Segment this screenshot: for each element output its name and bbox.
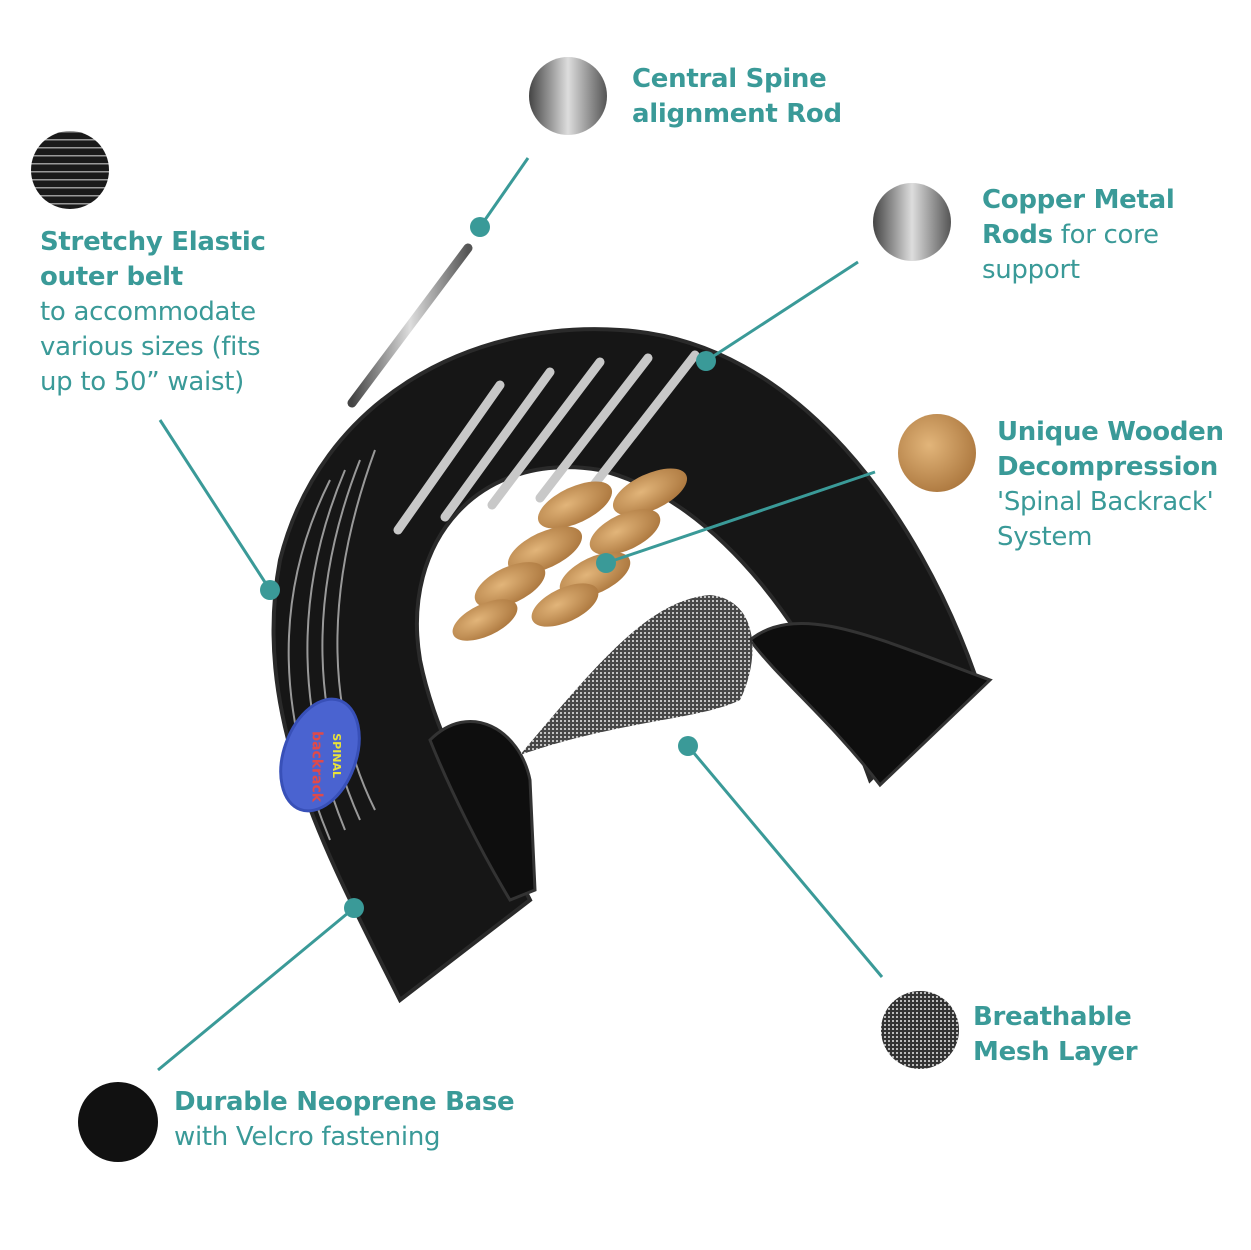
leader-mesh (686, 745, 884, 978)
svg-text:backrack: backrack (309, 731, 325, 803)
label-line: Durable Neoprene Base (174, 1087, 515, 1117)
swatch-mesh (881, 991, 959, 1069)
label-bold: Rods (982, 220, 1053, 250)
label-line: alignment Rod (632, 99, 842, 129)
label-line: outer belt (40, 262, 183, 292)
swatch-metal-rod (529, 57, 607, 135)
mesh-layer (520, 595, 753, 755)
belt-inner-flap (428, 720, 537, 902)
belt-right-flap (747, 621, 993, 788)
label-line: Breathable (973, 1002, 1132, 1032)
label-line: System (997, 522, 1093, 552)
label-line: 'Spinal Backrack' (997, 487, 1214, 517)
label-line: Decompression (997, 452, 1218, 482)
label-line: Copper Metal (982, 185, 1175, 215)
svg-text:SPINAL: SPINAL (330, 733, 343, 778)
brand-logo-badge: SPINAL backrack (279, 697, 361, 813)
label-line: with Velcro fastening (174, 1122, 441, 1152)
label-mesh: Breathable Mesh Layer (973, 1000, 1138, 1070)
copper-rods (393, 350, 700, 535)
label-neoprene: Durable Neoprene Base with Velcro fasten… (174, 1085, 515, 1155)
label-line: Stretchy Elastic (40, 227, 266, 257)
label-rest: for core (1052, 220, 1159, 250)
leader-wooden (605, 470, 876, 565)
label-copper: Copper Metal Rods for core support (982, 183, 1175, 288)
leader-copper-rods (705, 260, 859, 363)
label-line: support (982, 255, 1080, 285)
swatch-elastic (31, 131, 109, 209)
label-wooden: Unique Wooden Decompression 'Spinal Back… (997, 415, 1224, 555)
label-line: various sizes (fits (40, 332, 261, 362)
leader-neoprene (157, 906, 355, 1072)
swatch-neoprene (78, 1082, 158, 1162)
label-line: Unique Wooden (997, 417, 1224, 447)
label-line: to accommodate (40, 297, 256, 327)
label-line: Central Spine (632, 64, 827, 94)
leader-elastic (158, 419, 272, 591)
swatch-wood (898, 414, 976, 492)
label-central-rod: Central Spine alignment Rod (632, 62, 842, 132)
label-elastic: Stretchy Elastic outer belt to accommoda… (40, 225, 266, 400)
label-line: up to 50” waist) (40, 367, 244, 397)
wooden-rollers (452, 468, 688, 641)
leader-central-rod (478, 157, 530, 228)
label-line: Mesh Layer (973, 1037, 1138, 1067)
swatch-copper-rods (873, 183, 951, 261)
central-rod (347, 243, 473, 408)
label-line: Rods for core (982, 218, 1174, 253)
